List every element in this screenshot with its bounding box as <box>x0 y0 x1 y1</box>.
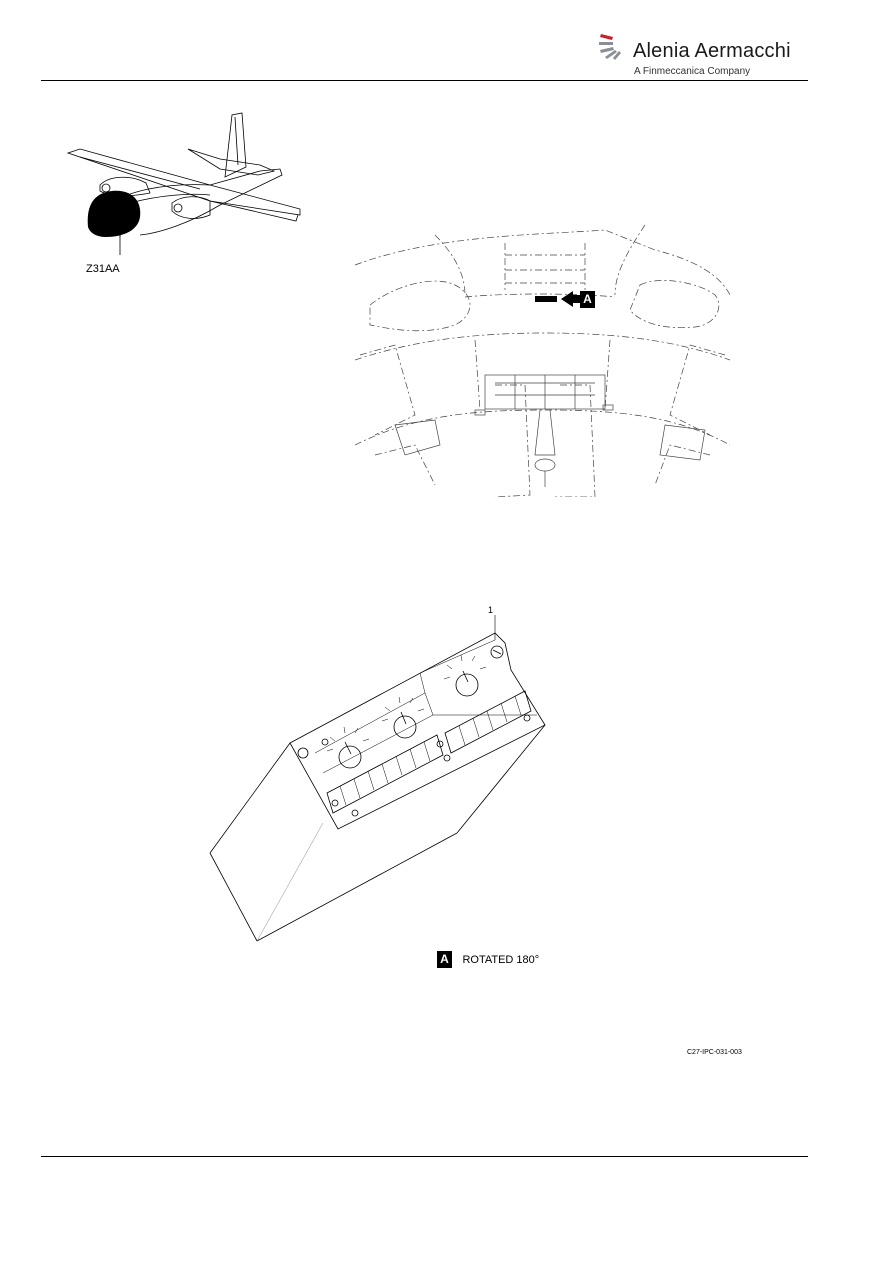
control-panel-drawing <box>209 615 546 942</box>
brand-tagline: A Finmeccanica Company <box>634 66 751 77</box>
view-letter-flag: A <box>580 290 595 308</box>
item-callout: 1 <box>488 605 494 615</box>
caption-view-letter: A <box>437 951 452 969</box>
brand-logo: Alenia Aermacchi A Finmeccanica Company <box>597 24 797 84</box>
figure-code: C27-IPC-031-003 <box>687 1049 742 1056</box>
cockpit-view-drawing <box>355 224 730 497</box>
view-caption: A ROTATED 180° <box>437 951 539 971</box>
caption-text: ROTATED 180° <box>462 953 540 966</box>
view-letter: A <box>580 291 595 308</box>
footer-rule <box>41 1156 808 1157</box>
cockpit-zone-highlight <box>87 190 141 237</box>
brand-name: Alenia Aermacchi <box>633 40 791 62</box>
panel-location-marker <box>535 296 557 302</box>
header-rule <box>41 80 808 81</box>
aircraft-locator-drawing <box>66 112 301 255</box>
zone-label: Z31AA <box>86 263 120 275</box>
logo-mark-icon <box>599 34 621 60</box>
